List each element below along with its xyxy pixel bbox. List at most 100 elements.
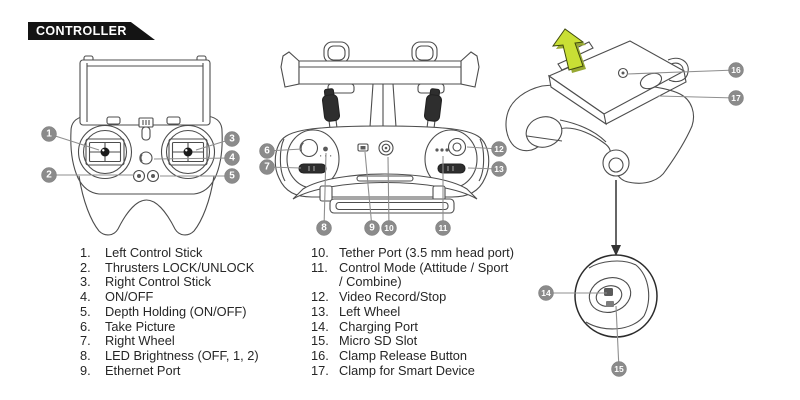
- controller-grips: [78, 175, 215, 236]
- legend-item-number: 5.: [80, 303, 91, 319]
- callout-number: 6: [264, 146, 270, 157]
- tether-port: [378, 140, 394, 156]
- center-riser: [141, 126, 151, 141]
- legend-item-number: 11.: [311, 259, 328, 275]
- front-view-diagram: [70, 55, 223, 236]
- legend-item: 3. Right Control Stick: [80, 275, 305, 290]
- section-title: CONTROLLER: [36, 24, 127, 38]
- controller-body-perspective: [505, 82, 695, 184]
- legend-item-label: ON/OFF: [105, 289, 154, 305]
- legend-item: 8. LED Brightness (OFF, 1, 2): [80, 347, 305, 364]
- callout-4: 4: [153, 150, 240, 166]
- legend-item-number: 2.: [80, 259, 91, 275]
- legend-item-label: Video Record/Stop: [339, 289, 447, 305]
- callout-12: 12: [466, 141, 507, 157]
- callout-number: 10: [384, 223, 394, 233]
- legend-item: 13. Left Wheel: [311, 303, 546, 320]
- callout-9: 9: [364, 151, 380, 236]
- callout-number: 2: [46, 170, 52, 181]
- callout-1: 1: [41, 126, 100, 151]
- legend-item: 9.Ethernet Port: [80, 362, 305, 379]
- legend-item: 12. Video Record/Stop: [311, 289, 546, 305]
- smart-device-clamp-top: [280, 51, 480, 94]
- callout-number: 5: [229, 171, 235, 182]
- callout-number: 9: [369, 223, 375, 234]
- legend-item-label: Control Mode (Attitude / Sport / Combine…: [339, 259, 509, 290]
- clamp-release-arrow-icon: [551, 28, 586, 73]
- callout-5: 5: [160, 168, 240, 184]
- carry-handle: [292, 173, 478, 214]
- legend-item-number: 10.: [311, 245, 329, 260]
- callout-6: 6: [259, 143, 303, 159]
- callout-16: 16: [626, 62, 744, 78]
- legend-item-number: 9.: [80, 362, 91, 378]
- thrusters-lock-button: [132, 169, 146, 183]
- callout-10: 10: [381, 156, 397, 236]
- legend-item-number: 8.: [80, 347, 91, 363]
- callout-13: 13: [467, 161, 507, 177]
- legend-item-number: 16.: [311, 347, 329, 363]
- callout-number: 16: [731, 65, 741, 75]
- callout-3: 3: [195, 131, 240, 151]
- callout-8: 8: [316, 152, 332, 236]
- charging-port: [604, 288, 613, 296]
- legend-item-number: 13.: [311, 303, 329, 319]
- callout-number: 14: [541, 288, 551, 298]
- legend-item-number: 17.: [311, 362, 329, 378]
- legend-item: 4. ON/OFF: [80, 289, 305, 305]
- legend-item-number: 14.: [311, 318, 329, 334]
- legend-item-label: Charging Port: [339, 318, 418, 334]
- control-mode-indicator: [435, 148, 449, 152]
- callout-7: 7: [259, 159, 302, 175]
- video-record-button: [447, 137, 467, 157]
- legend-item-label: Clamp for Smart Device: [339, 362, 475, 378]
- legend-item: 11. Control Mode (Attitude / Sport / Comb…: [311, 259, 546, 290]
- legend-item-number: 12.: [311, 289, 329, 305]
- take-picture-button: [299, 138, 319, 158]
- legend-item-label: Depth Holding (ON/OFF): [105, 303, 247, 319]
- legend-item-number: 15.: [311, 333, 329, 349]
- callout-number: 7: [264, 162, 270, 173]
- left-stick-top: [322, 88, 341, 130]
- smart-device-front: [79, 55, 211, 126]
- smart-device-clamp: [547, 40, 687, 126]
- legend-item: 7.Right Wheel: [80, 334, 305, 349]
- legend-right-column: 10.Tether Port (3.5 mm head port)11. Cont…: [311, 245, 546, 379]
- detail-circle: [574, 254, 658, 338]
- legend-item-label: Left Wheel: [339, 303, 401, 319]
- legend-item: 2.Thrusters LOCK/UNLOCK: [80, 259, 305, 276]
- legend-item-label: Micro SD Slot: [339, 333, 418, 349]
- left-control-stick: [77, 124, 133, 180]
- left-wheel: [437, 163, 466, 174]
- callout-number: 1: [46, 129, 52, 140]
- callout-14: 14: [538, 285, 607, 301]
- callout-15: 15: [611, 305, 627, 377]
- callout-number: 17: [731, 93, 741, 103]
- callout-number: 15: [614, 364, 624, 374]
- legend-item-label: LED Brightness (OFF, 1, 2): [105, 347, 259, 363]
- legend-item: 16.Clamp Release Button: [311, 347, 546, 364]
- legend-item: 10.Tether Port (3.5 mm head port): [311, 245, 546, 261]
- section-banner: CONTROLLER: [28, 22, 155, 40]
- ethernet-port: [357, 143, 369, 152]
- callout-number: 13: [494, 164, 504, 174]
- legend-item-number: 3.: [80, 274, 91, 290]
- legend-item-label: Right Control Stick: [105, 274, 211, 290]
- legend-item: 14. Charging Port: [311, 318, 546, 335]
- callout-17: 17: [657, 90, 744, 106]
- callout-number: 4: [229, 153, 235, 164]
- legend-item-number: 4.: [80, 289, 91, 305]
- callout-number: 12: [494, 144, 504, 154]
- legend-item: 6.Take Picture: [80, 318, 305, 335]
- right-control-stick: [160, 124, 216, 180]
- legend-item-label: Take Picture: [105, 318, 176, 334]
- legend-item: 5. Depth Holding (ON/OFF): [80, 303, 305, 320]
- callout-number: 11: [439, 223, 448, 233]
- legend-item: 17. Clamp for Smart Device: [311, 362, 546, 379]
- legend-item: 1.Left Control Stick: [80, 245, 305, 261]
- legend-item-number: 7.: [80, 333, 91, 349]
- callout-number: 8: [321, 223, 327, 234]
